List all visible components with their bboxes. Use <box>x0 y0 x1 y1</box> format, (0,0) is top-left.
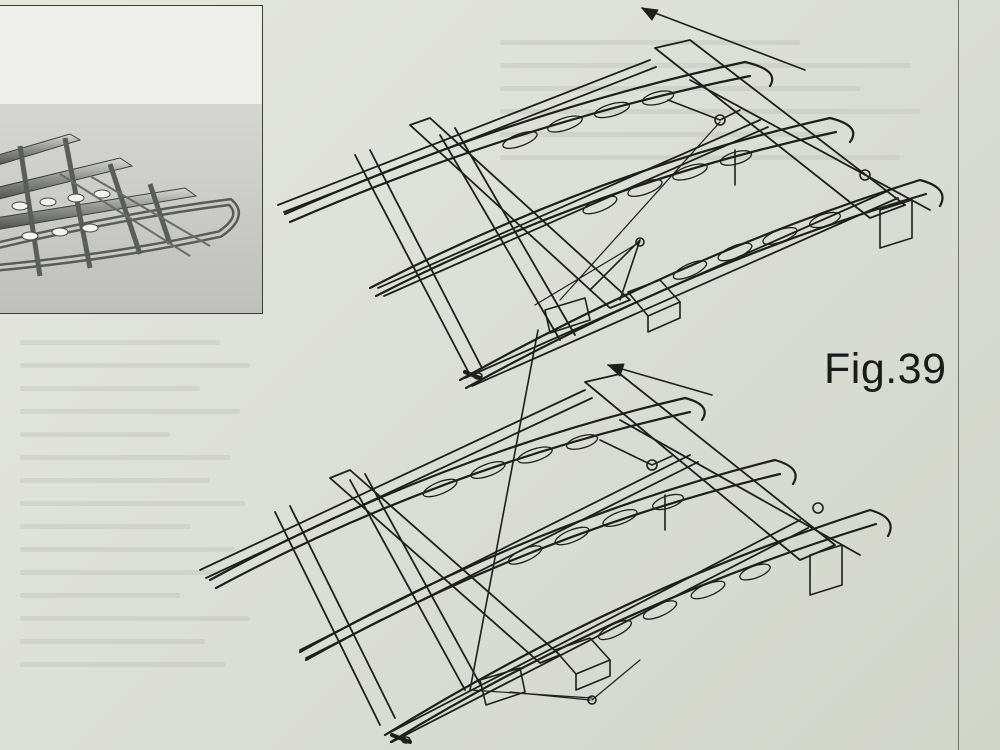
lower-assembly-view <box>199 363 892 744</box>
photo-frame-parts <box>0 133 241 277</box>
upper-end-blocks <box>544 199 913 334</box>
upper-assembly-view <box>277 7 944 390</box>
lower-rib-holes <box>422 434 771 641</box>
lower-end-blocks <box>479 544 843 706</box>
upper-tube-ends <box>463 370 483 380</box>
page-edge-line <box>958 0 959 750</box>
show-through-text <box>20 340 260 685</box>
upper-cross-members <box>354 39 931 376</box>
upper-rib-holes <box>502 90 841 280</box>
figure-label: Fig.39 <box>824 345 947 393</box>
lower-cross-members <box>274 373 861 726</box>
upper-spars <box>277 59 899 387</box>
lower-tube-ends <box>390 733 412 744</box>
direction-arrow-icon <box>641 7 806 71</box>
direction-arrow-icon <box>607 363 713 396</box>
wing-rib-framework-photo <box>0 5 263 314</box>
lower-ribs <box>208 396 892 744</box>
pushrod-link <box>469 329 539 691</box>
upper-ribs <box>283 60 944 390</box>
lower-control-horn <box>469 439 824 705</box>
upper-control-horn <box>534 99 871 306</box>
